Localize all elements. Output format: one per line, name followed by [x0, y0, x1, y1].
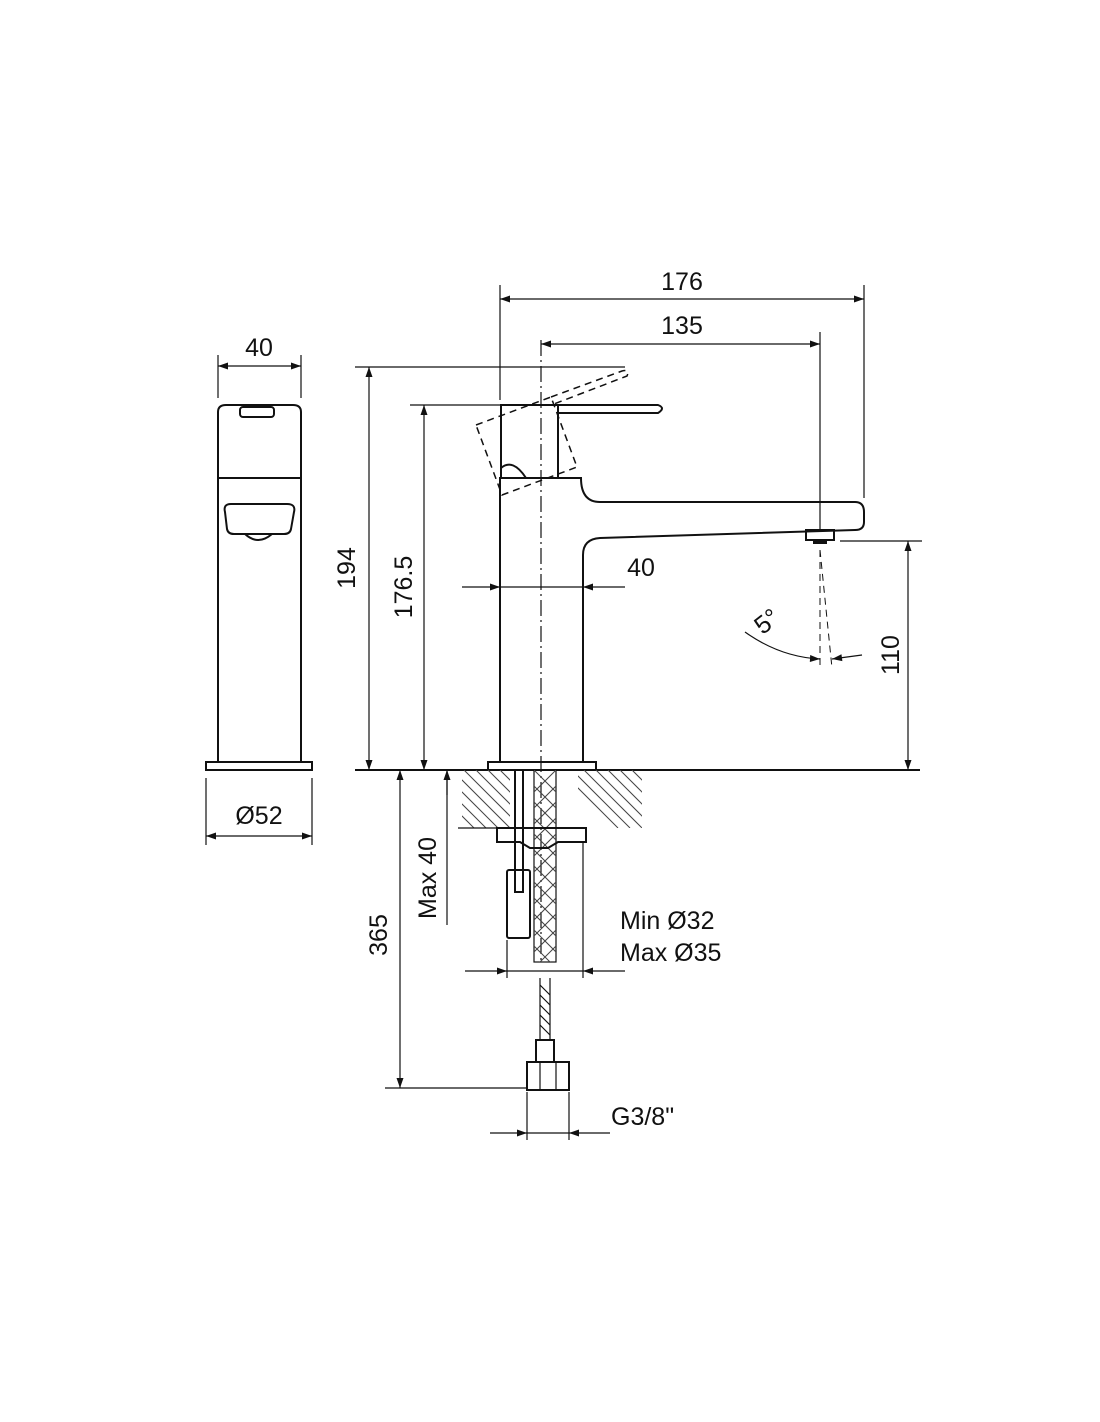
dim-spout-angle-label: 5°	[749, 603, 785, 640]
side-view: 40 Ø52	[205, 334, 313, 845]
tap-body-and-spout	[499, 477, 865, 763]
side-view-body	[217, 477, 302, 763]
dim-spout-reach-label: 135	[661, 312, 703, 340]
dim-hose-length-label: 365	[365, 914, 393, 956]
clamp-nut	[506, 869, 531, 939]
dim-hole-min-label: Min Ø32	[620, 907, 714, 935]
hose-ferrule	[535, 1039, 555, 1063]
dim-total-length-label: 176	[661, 268, 703, 296]
lever-joint	[500, 463, 527, 479]
front-view: 176 135 194 176.5 40 110 5°	[333, 268, 922, 1140]
water-jet	[819, 549, 833, 669]
lever-arm-open-position	[550, 369, 629, 405]
lever-handle-open-position	[475, 396, 578, 496]
dim-body-width-label: 40	[627, 554, 655, 582]
side-view-aerator-tip	[244, 533, 273, 541]
dim-counter-thickness-label: Max 40	[414, 837, 442, 919]
base-plate	[487, 761, 597, 771]
dim-connection-thread-label: G3/8"	[611, 1103, 674, 1131]
lever-arm	[558, 404, 663, 414]
dim-hole-max-label: Max Ø35	[620, 939, 721, 967]
threaded-rod	[514, 769, 524, 893]
dim-side-width-label: 40	[245, 334, 273, 362]
dim-arc-spout-angle	[744, 631, 821, 662]
side-view-aerator	[223, 503, 296, 535]
side-view-handle	[217, 404, 302, 479]
counter-hatching	[462, 770, 642, 828]
hose-lower-segment	[539, 978, 551, 1040]
aerator-tip	[813, 540, 827, 544]
dim-spout-height-label: 110	[877, 635, 905, 675]
lever-handle	[500, 404, 559, 479]
dim-base-diameter-label: Ø52	[235, 802, 282, 830]
hex-nut	[526, 1061, 570, 1091]
dim-arrow-spout-angle	[831, 654, 863, 662]
mounting-clamp	[496, 827, 587, 849]
dim-total-height-label: 194	[333, 547, 361, 589]
side-view-base-plate	[205, 761, 313, 771]
side-view-handle-slot	[239, 406, 275, 418]
hose-braid	[534, 770, 556, 962]
hose-lower-braid	[539, 984, 551, 1036]
dim-body-height-label: 176.5	[390, 556, 418, 619]
